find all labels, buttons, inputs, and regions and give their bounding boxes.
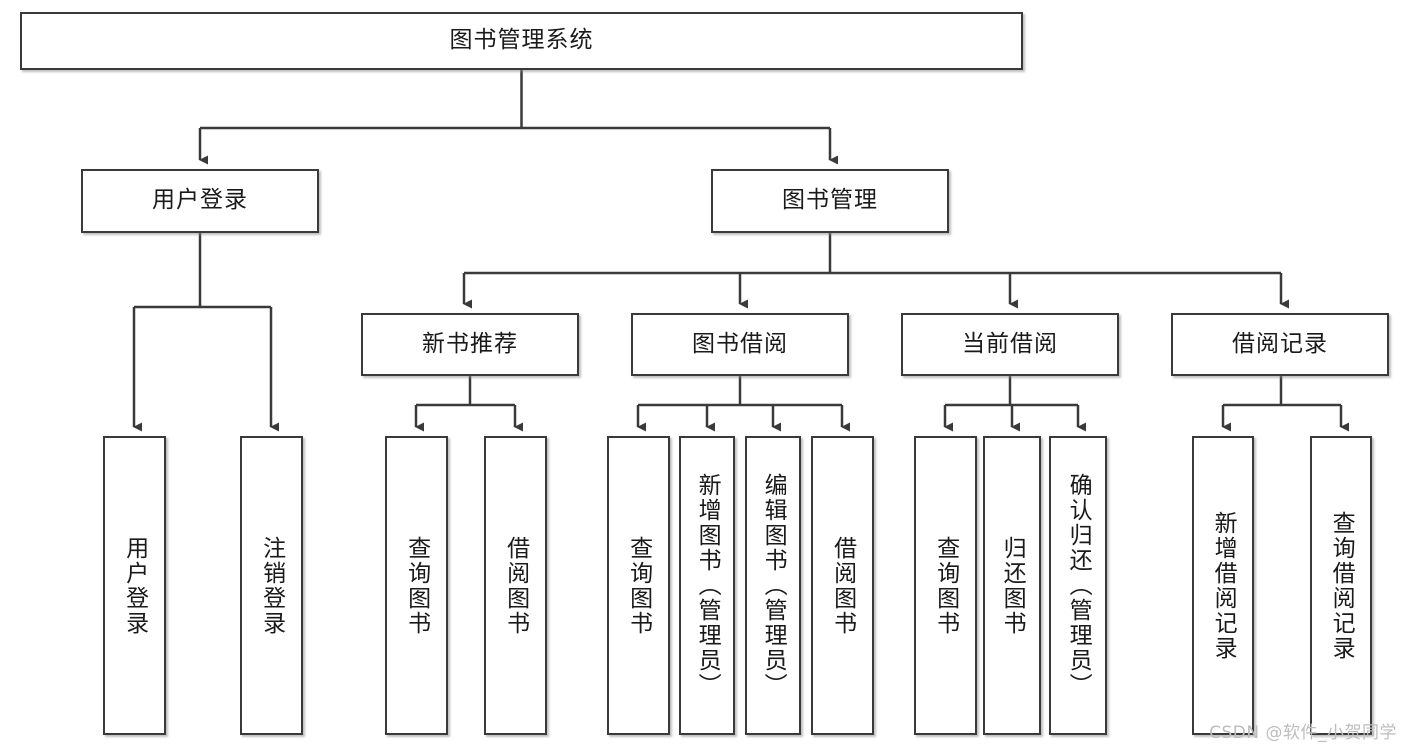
node-leaf-add-book-admin-label: 新增图书（管理员） [694,473,721,698]
node-leaf-edit-book-admin-label: 编辑图书（管理员） [760,473,787,698]
node-root[interactable]: 图书管理系统 [20,12,1023,70]
node-leaf-return-book[interactable]: 归还图书 [983,436,1041,735]
node-root-label: 图书管理系统 [449,27,594,54]
node-current-borrow[interactable]: 当前借阅 [901,313,1119,376]
node-book-manage-label: 图书管理 [782,187,878,214]
node-user-login-label: 用户登录 [152,187,248,214]
node-leaf-query-book-borrow[interactable]: 查询图书 [607,436,670,735]
node-leaf-query-book-recommend-label: 查询图书 [403,535,430,636]
node-leaf-borrow-book-label: 借阅图书 [829,535,856,636]
node-leaf-logout-label: 注销登录 [258,535,285,636]
node-leaf-borrow-book[interactable]: 借阅图书 [811,436,874,735]
node-leaf-query-borrow-record-label: 查询借阅记录 [1328,510,1355,661]
node-leaf-query-borrow-record[interactable]: 查询借阅记录 [1310,436,1372,735]
watermark: CSDN @软件_小贺同学 [1209,723,1397,743]
node-leaf-query-book-borrow-label: 查询图书 [625,535,652,636]
node-borrow-record[interactable]: 借阅记录 [1171,313,1389,376]
node-new-book-recommend-label: 新书推荐 [422,330,518,357]
node-leaf-user-login[interactable]: 用户登录 [103,436,166,735]
node-user-login[interactable]: 用户登录 [81,169,319,233]
node-leaf-borrow-book-recommend-label: 借阅图书 [502,535,529,636]
node-leaf-confirm-return-admin[interactable]: 确认归还（管理员） [1049,436,1107,735]
node-borrow-record-label: 借阅记录 [1232,330,1328,357]
node-current-borrow-label: 当前借阅 [962,330,1058,357]
node-leaf-return-book-label: 归还图书 [999,535,1026,636]
node-book-borrow-label: 图书借阅 [692,330,788,357]
node-new-book-recommend[interactable]: 新书推荐 [361,313,579,376]
node-leaf-edit-book-admin[interactable]: 编辑图书（管理员） [745,436,801,735]
node-leaf-add-borrow-record-label: 新增借阅记录 [1210,510,1237,661]
node-leaf-logout[interactable]: 注销登录 [240,436,303,735]
node-leaf-user-login-label: 用户登录 [121,535,148,636]
node-leaf-add-borrow-record[interactable]: 新增借阅记录 [1192,436,1254,735]
node-book-manage[interactable]: 图书管理 [711,169,949,233]
node-leaf-query-book-current-label: 查询图书 [932,535,959,636]
node-book-borrow[interactable]: 图书借阅 [631,313,849,376]
node-leaf-borrow-book-recommend[interactable]: 借阅图书 [484,436,547,735]
node-leaf-add-book-admin[interactable]: 新增图书（管理员） [679,436,735,735]
node-leaf-query-book-recommend[interactable]: 查询图书 [385,436,448,735]
node-leaf-confirm-return-admin-label: 确认归还（管理员） [1065,473,1092,698]
node-leaf-query-book-current[interactable]: 查询图书 [914,436,977,735]
